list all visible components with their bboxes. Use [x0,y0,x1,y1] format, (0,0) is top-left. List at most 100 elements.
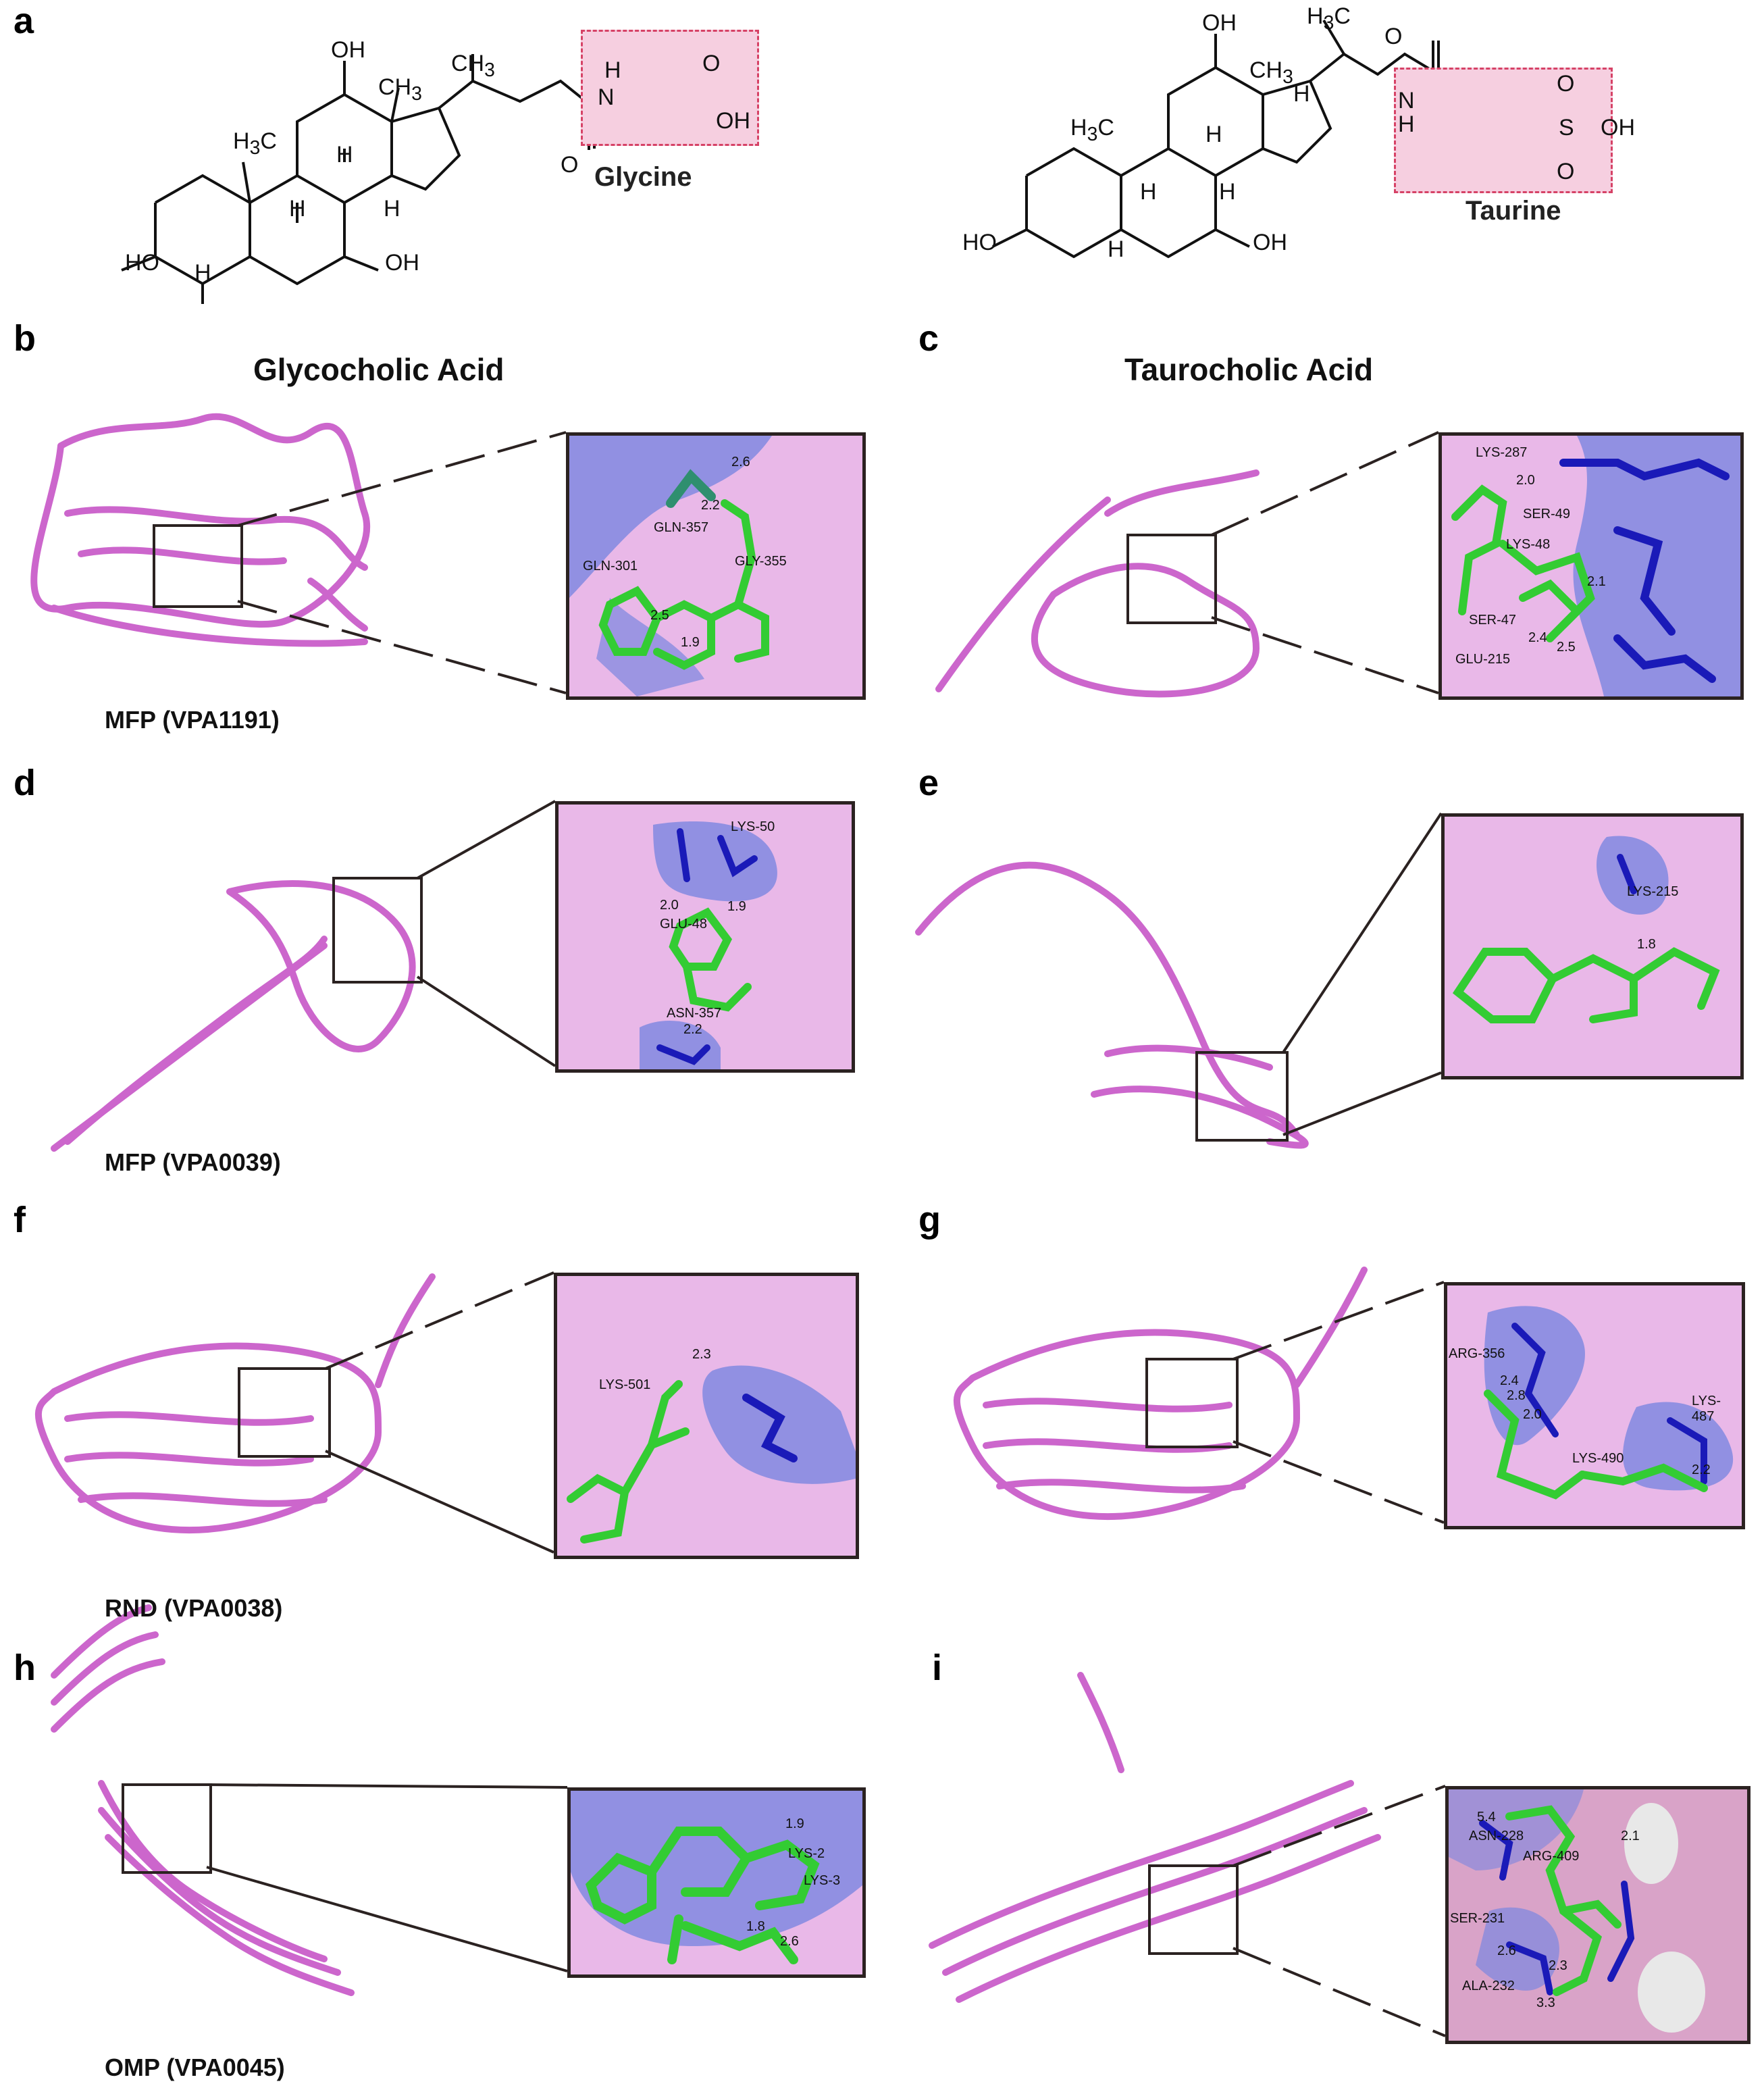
gca-h3c-h: H [233,128,250,154]
residue-c-3: SER-47 [1469,613,1517,628]
gca-o-carbonyl: O [561,152,579,178]
tca-ch3-c18-text: CH [1249,57,1283,83]
zoom-panel-d: LYS-50 2.0 1.9 GLU-48 ASN-357 2.2 [555,801,855,1073]
dist-i-4: 3.3 [1536,1995,1555,2010]
tca-ch3-methyl: H3C [1307,3,1351,34]
gca-h-9: H [289,196,306,222]
protein-label-b: MFP (VPA1191) [105,706,280,734]
dist-f-0: 2.3 [692,1347,711,1362]
dist-c-2: 2.4 [1528,630,1547,645]
residue-d-1: GLU-48 [660,917,708,932]
gca-h-14: H [384,196,400,222]
tca-h-17: H [1293,81,1310,107]
select-box-e [1195,1051,1289,1142]
residue-g-0: ARG-356 [1449,1346,1505,1361]
tca-h-9: H [1140,179,1157,205]
protein-label-h: OMP (VPA0045) [105,2054,285,2081]
select-box-f [238,1367,331,1458]
gca-oh-7: OH [385,250,419,276]
tca-h3c-sub: 3 [1323,11,1334,34]
glycine-o: O [702,51,721,76]
taurine-s: S [1559,115,1574,141]
residue-i-1: ARG-409 [1523,1849,1580,1864]
panel-letter-i: i [932,1648,943,1688]
gca-ho-3: HO [125,250,159,276]
residue-b-0: GLN-357 [654,520,709,535]
panel-letter-d: d [14,763,36,803]
tca-oh-12: OH [1202,10,1237,36]
residue-c-4: GLU-215 [1455,652,1511,667]
tca-oh-7: OH [1253,230,1287,255]
residue-g-1: LYS-487 [1692,1394,1721,1424]
residue-g-2: LYS-490 [1572,1451,1624,1466]
protein-label-f: RND (VPA0038) [105,1594,283,1622]
dist-g-1: 2.8 [1507,1388,1526,1403]
dist-g-3: 2.2 [1692,1462,1711,1477]
select-box-c [1126,534,1217,624]
dist-d-0: 2.0 [660,898,679,913]
panel-letter-a: a [14,1,34,41]
taurine-oh: OH [1601,115,1635,141]
gca-ch3-methyl: CH3 [451,51,495,82]
taurine-n: N [1398,88,1415,113]
dist-i-3: 2.3 [1549,1958,1567,1973]
taurine-label: Taurine [1465,196,1561,226]
tca-h-8: H [1205,122,1222,147]
dist-c-0: 2.0 [1516,473,1535,488]
zoom-panel-b: 2.6 2.2 GLN-357 GLN-301 GLY-355 2.5 1.9 [566,432,866,700]
panel-letter-h: h [14,1648,36,1688]
taurocholic-acid-title: Taurocholic Acid [1124,352,1374,387]
select-box-g [1145,1358,1239,1448]
gca-oh-12: OH [331,37,365,63]
panel-letter-b: b [14,318,36,359]
residue-c-0: LYS-287 [1476,445,1528,460]
gca-h3c-c: C [260,128,277,154]
dist-h-0: 1.9 [785,1816,804,1831]
tca-h3c-c19: H3C [1070,115,1114,146]
tca-h-14: H [1219,179,1236,205]
zoom-panel-f: 2.3 LYS-501 [554,1273,859,1559]
residue-e-0: LYS-215 [1627,884,1679,899]
dist-i-0: 5.4 [1477,1810,1496,1825]
select-box-i [1148,1864,1239,1955]
zoom-panel-e: LYS-215 1.8 [1441,813,1744,1079]
dist-g-2: 2.0 [1523,1407,1542,1422]
gca-ch3-c18-sub: 3 [411,82,422,105]
gca-ch3-text: CH [451,51,485,76]
tca-ho-3: HO [962,230,997,255]
tca-h3c-h: H [1307,3,1324,29]
panel-letter-e: e [918,763,939,803]
residue-c-2: LYS-48 [1506,537,1551,552]
gca-h3c-c19: H3C [233,128,277,159]
residue-h-0: LYS-2 [788,1846,825,1861]
residue-f-0: LYS-501 [599,1377,651,1392]
taurine-highlight-box [1394,68,1613,193]
residue-d-0: LYS-50 [731,819,775,834]
gca-ch3-c18: CH3 [378,74,422,105]
gca-ch3-sub: 3 [484,59,495,81]
gca-h-5: H [194,260,211,286]
tca-h3c19-sub: 3 [1087,123,1098,145]
zoom-panel-h: 1.9 LYS-2 LYS-3 1.8 2.6 [567,1787,866,1978]
glycocholic-acid-title: Glycocholic Acid [253,352,504,387]
dist-b-0: 2.6 [731,455,750,469]
dist-h-1: 1.8 [746,1919,765,1934]
residue-h-1: LYS-3 [804,1873,841,1888]
glycine-nh-h: H [604,57,621,83]
panel-letter-c: c [918,318,939,359]
residue-i-0: ASN-228 [1469,1829,1524,1843]
select-box-b [153,524,243,608]
dist-b-2: 2.5 [650,608,669,623]
taurine-o-top: O [1557,71,1575,97]
dist-d-1: 1.9 [727,899,746,914]
taurine-h: H [1398,111,1415,137]
residue-b-2: GLY-355 [735,554,787,569]
residue-i-3: ALA-232 [1462,1979,1515,1993]
protein-label-d: MFP (VPA0039) [105,1148,281,1176]
tca-h3c19-h: H [1070,115,1087,141]
zoom-panel-g: ARG-356 2.4 2.8 2.0 LYS-487 LYS-490 2.2 [1444,1282,1745,1529]
gca-ch3-c18-text: CH [378,74,412,100]
select-box-h [122,1783,212,1874]
